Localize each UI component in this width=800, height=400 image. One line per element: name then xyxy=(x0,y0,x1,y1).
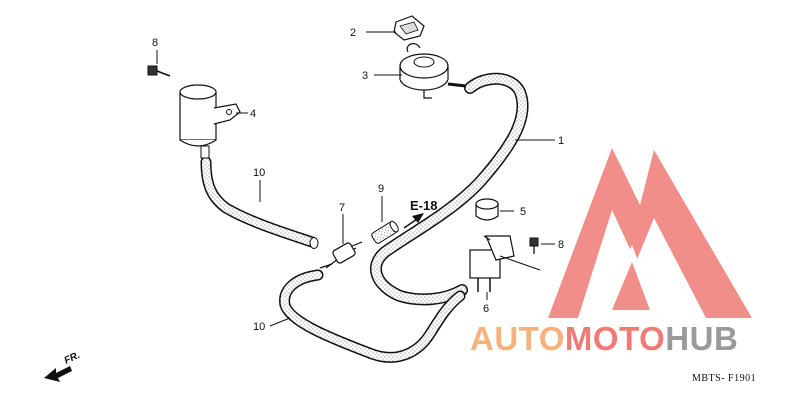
tube-9 xyxy=(371,220,399,244)
watermark-text: AUTOMOTOHUB xyxy=(470,320,738,357)
drawing-code: MBTS- F1901 xyxy=(692,373,756,384)
valve-3 xyxy=(399,43,467,99)
direction-label: FR. xyxy=(63,350,82,367)
callout-10-upper: 10 xyxy=(253,167,265,179)
leader-lines xyxy=(156,31,555,327)
callout-7: 7 xyxy=(339,202,345,214)
bolt-8-top xyxy=(147,65,171,77)
canister-4 xyxy=(179,84,241,159)
callout-8-right: 8 xyxy=(558,239,564,251)
solenoid-6 xyxy=(469,235,541,292)
joint-7 xyxy=(319,241,363,269)
callout-3: 3 xyxy=(362,70,368,82)
callout-1: 1 xyxy=(558,135,564,147)
front-arrow-icon xyxy=(44,366,72,382)
callout-2: 2 xyxy=(350,27,356,39)
reference-label: E-18 xyxy=(410,198,437,213)
reference-arrow-icon xyxy=(403,213,424,229)
callout-9: 9 xyxy=(378,183,384,195)
callout-8-top: 8 xyxy=(152,37,158,49)
callout-5: 5 xyxy=(520,206,526,218)
hose-1 xyxy=(370,72,529,306)
callout-6: 6 xyxy=(483,303,489,315)
cap-2 xyxy=(393,15,425,41)
hose-10-upper xyxy=(200,156,319,249)
bolt-8-right xyxy=(529,237,539,254)
hose-10-lower xyxy=(279,269,466,363)
watermark-logo xyxy=(548,148,752,318)
callout-4: 4 xyxy=(250,108,256,120)
cap-5 xyxy=(475,198,499,221)
callout-10-lower: 10 xyxy=(253,321,265,333)
watermark-shape-icon xyxy=(548,148,752,318)
